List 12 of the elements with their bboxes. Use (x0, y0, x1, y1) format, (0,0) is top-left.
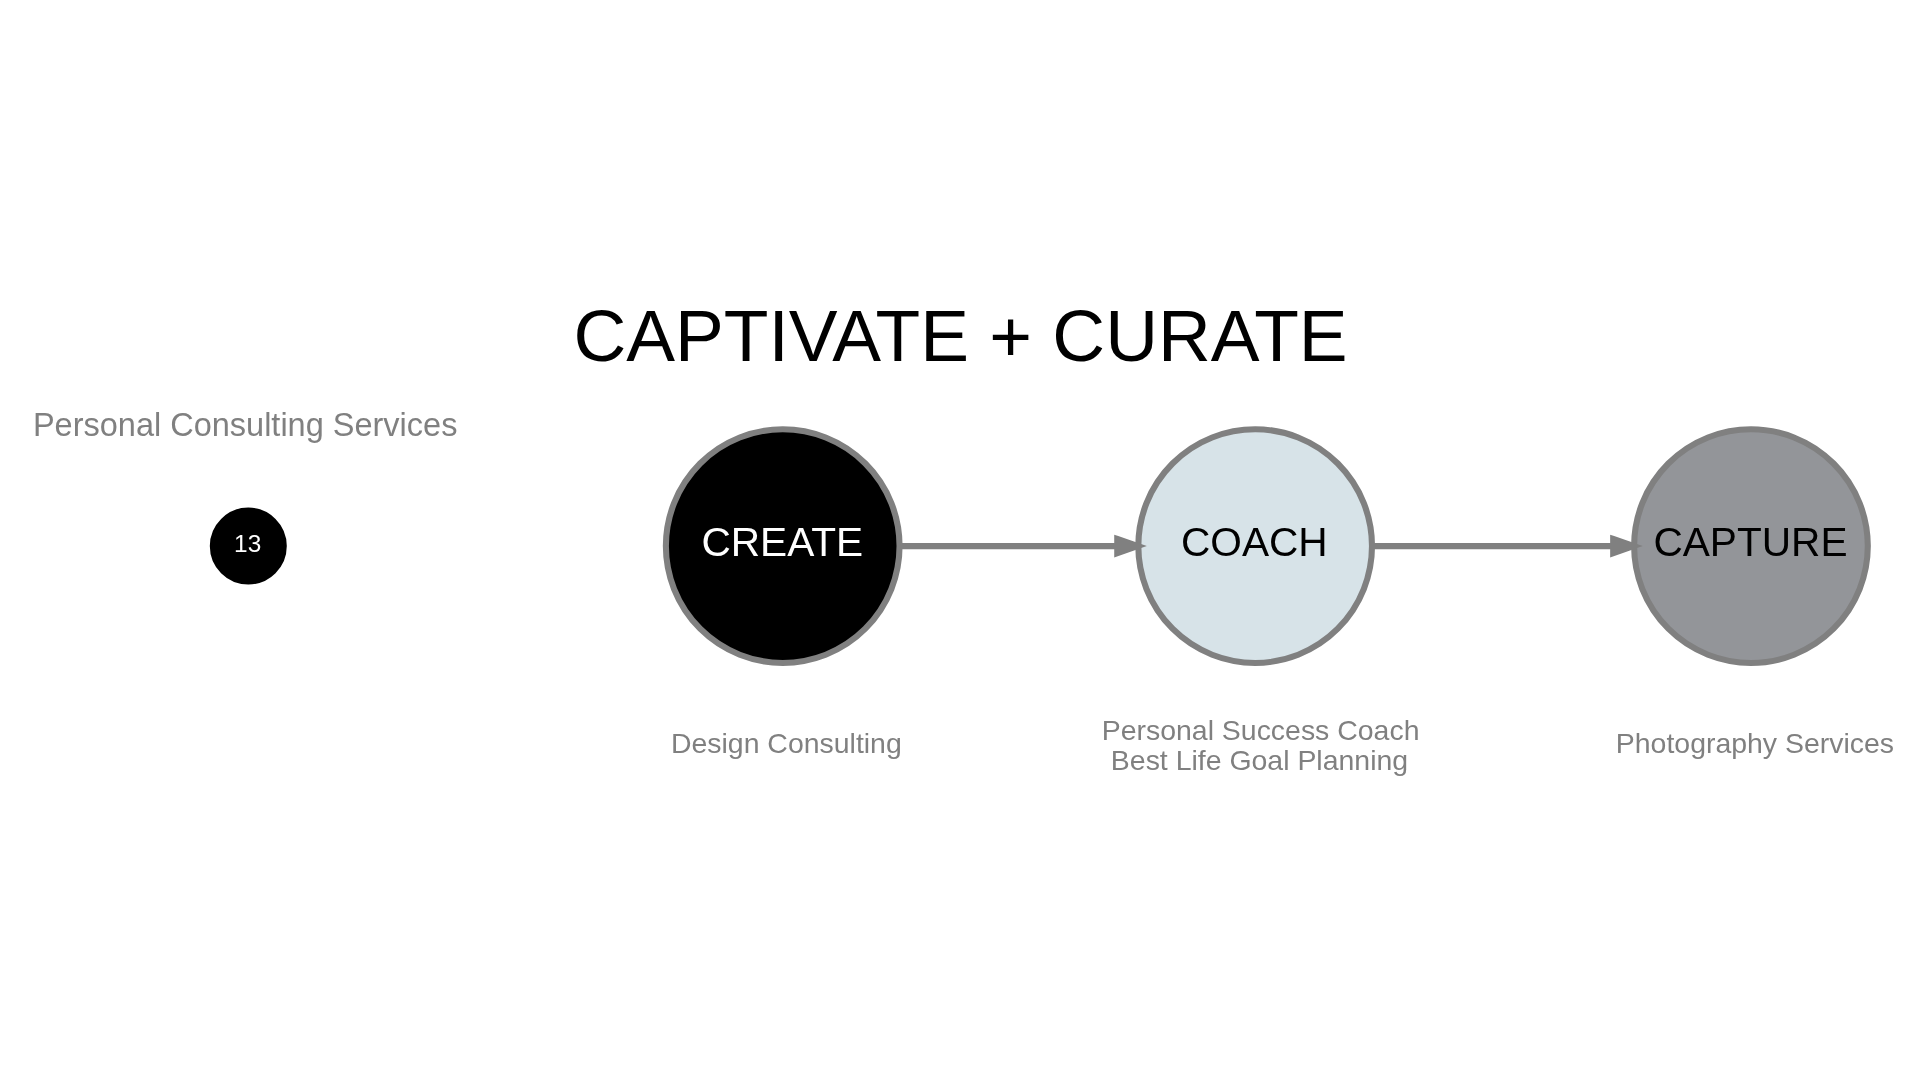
node-label: Personal Success Coach (1101, 713, 1420, 746)
node-circle: CAPTURE (1631, 426, 1871, 666)
node-circle: CREATE (662, 426, 903, 666)
arrow (1372, 534, 1643, 558)
node-label: Design Consulting (670, 726, 902, 759)
diagram-title: CAPTIVATE + CURATE (573, 294, 1348, 377)
label: 13 (234, 530, 262, 558)
arrow (899, 534, 1147, 558)
node-circle: COACH (1135, 426, 1376, 666)
node-label: Best Life Goal Planning (1110, 744, 1409, 777)
node-label: Photography Services (1615, 726, 1895, 759)
label: Personal Consulting Services (32, 406, 458, 443)
